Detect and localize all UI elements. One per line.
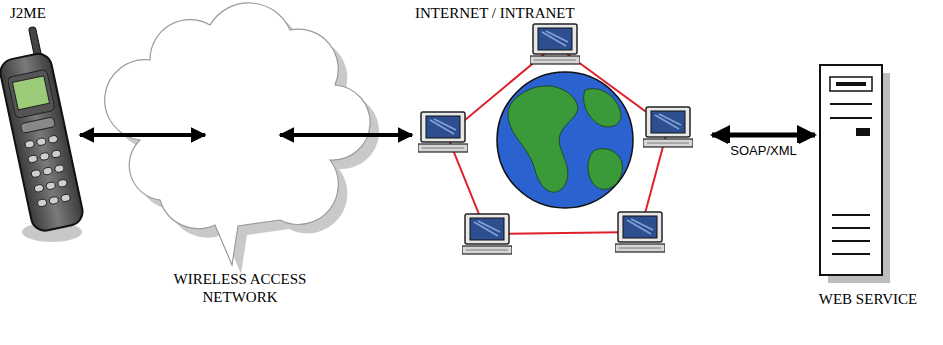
server-illustration [820, 65, 890, 283]
double-arrow [712, 133, 815, 138]
network-node: INTERNET / INTRANET [412, 24, 712, 264]
cloud-illustration [105, 3, 379, 274]
double-arrow [80, 133, 205, 137]
cloud-node: WIRELESS ACCESS NETWORK [205, 40, 280, 230]
edge-label: SOAP/XML [728, 143, 798, 158]
node-label: INTERNET / INTRANET [415, 4, 675, 22]
node-label: J2ME [10, 4, 80, 22]
phone-illustration [0, 25, 85, 242]
network-illustration [418, 24, 693, 254]
node-label: WIRELESS ACCESS NETWORK [155, 270, 325, 306]
phone-node: J2ME [8, 40, 80, 235]
double-arrow [280, 133, 412, 137]
node-label: WEB SERVICE [803, 290, 933, 308]
server-node: WEB SERVICE [815, 60, 890, 280]
